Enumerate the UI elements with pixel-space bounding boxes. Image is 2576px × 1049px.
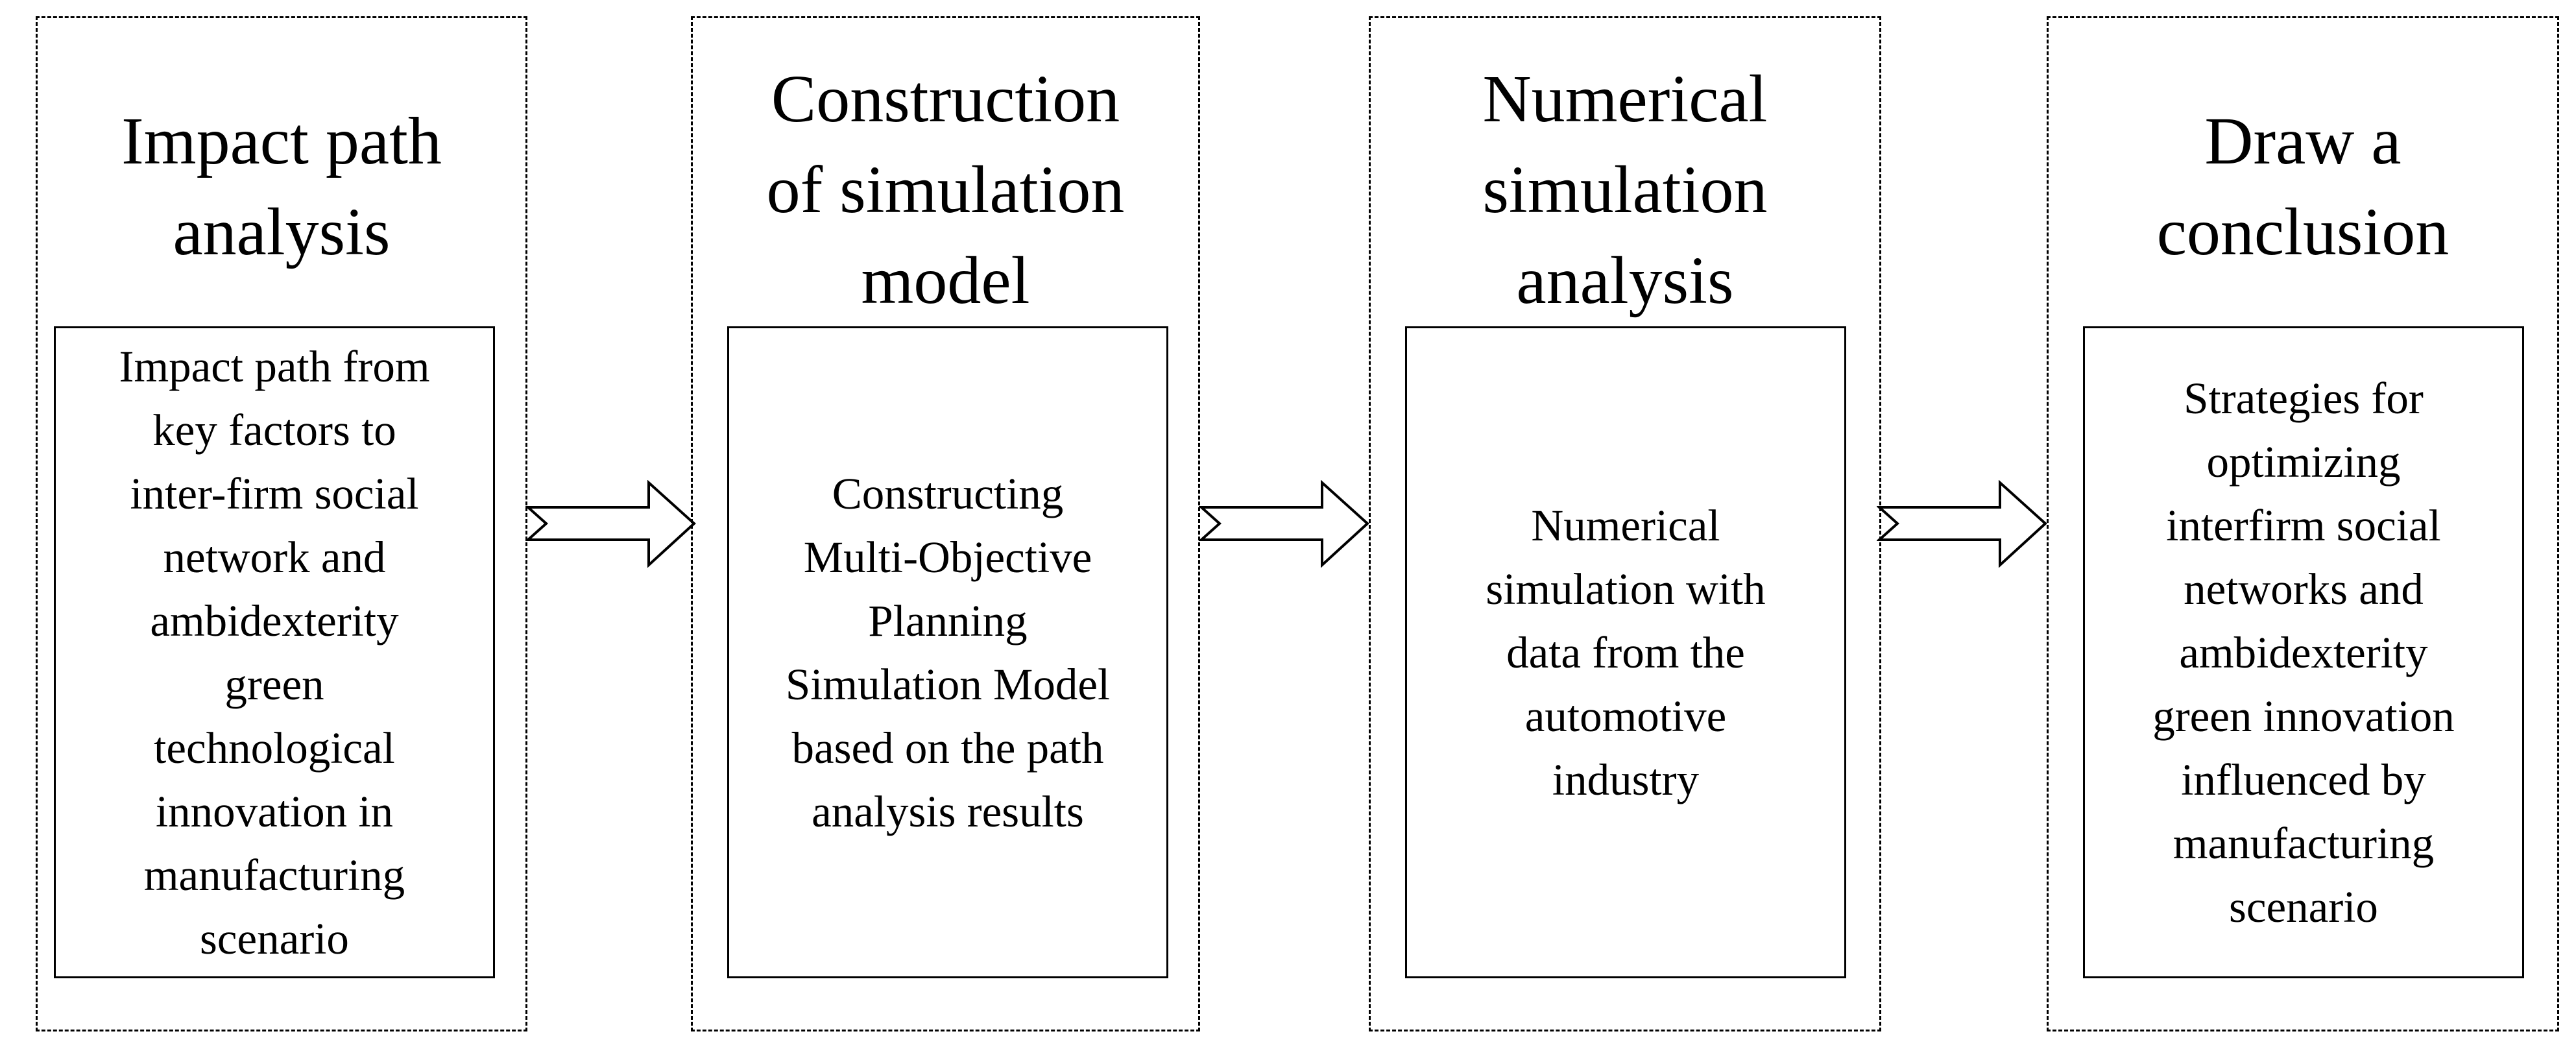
- stage-draw-a-conclusion: Draw a conclusion Strategies for optimiz…: [2047, 16, 2559, 1031]
- stage-description-box: Numerical simulation with data from the …: [1405, 326, 1846, 978]
- stage-description: Constructing Multi-Objective Planning Si…: [785, 468, 1111, 836]
- stage-title: Numerical simulation analysis: [1482, 62, 1768, 318]
- right-arrow-icon: [1877, 480, 2047, 568]
- stage-description: Impact path from key factors to inter-fi…: [119, 341, 430, 963]
- stage-impact-path-analysis: Impact path analysis Impact path from ke…: [36, 16, 527, 1031]
- stage-description-box: Constructing Multi-Objective Planning Si…: [727, 326, 1168, 978]
- stage-description: Numerical simulation with data from the …: [1486, 500, 1766, 804]
- stage-description-box: Impact path from key factors to inter-fi…: [54, 326, 495, 978]
- stage-title: Construction of simulation model: [766, 62, 1125, 318]
- stage-numerical-simulation-analysis: Numerical simulation analysis Numerical …: [1369, 16, 1881, 1031]
- stage-construction-of-simulation-model: Construction of simulation model Constru…: [691, 16, 1200, 1031]
- stage-description-box: Strategies for optimizing interfirm soci…: [2083, 326, 2524, 978]
- right-arrow-icon: [525, 480, 696, 568]
- stage-description: Strategies for optimizing interfirm soci…: [2152, 373, 2455, 932]
- stage-title: Draw a conclusion: [2156, 104, 2450, 269]
- right-arrow-icon: [1199, 480, 1369, 568]
- stage-title: Impact path analysis: [121, 104, 442, 269]
